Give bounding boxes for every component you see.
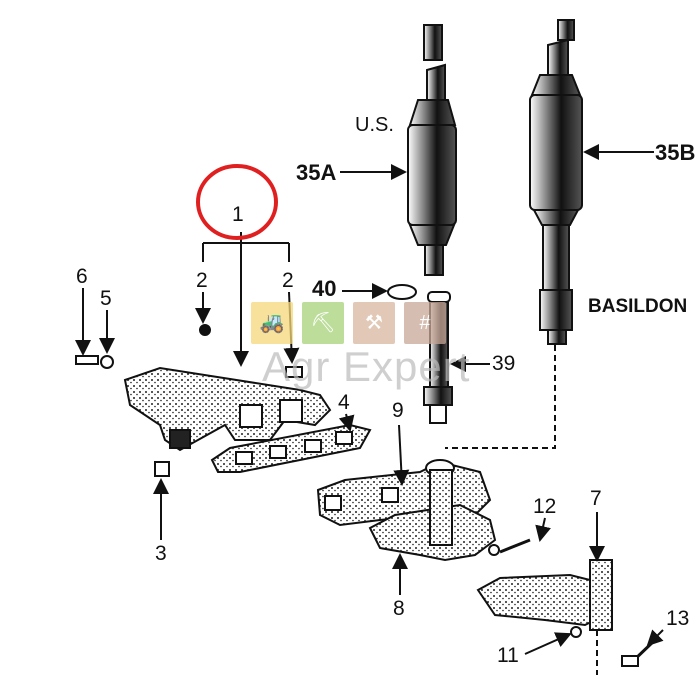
wheelbarrow-icon: ⛏: [302, 302, 344, 344]
callout-2-left: 2: [196, 269, 208, 292]
exhaust-manifold-8: [368, 469, 497, 562]
tractor-icon: 🚜: [251, 302, 293, 344]
highlight-circle: [196, 164, 278, 240]
fasteners: [75, 324, 657, 667]
callout-4: 4: [338, 391, 350, 414]
callout-7: 7: [590, 487, 602, 510]
callout-13: 13: [666, 607, 690, 630]
fence-icon: #: [404, 302, 446, 344]
region-label-us: U.S.: [355, 114, 394, 136]
clamp-40: [387, 284, 417, 300]
callout-40: 40: [312, 276, 337, 301]
region-label-basildon: BASILDON: [588, 296, 688, 317]
callout-5: 5: [100, 287, 112, 310]
callout-6: 6: [76, 265, 88, 288]
gasket-4: [210, 423, 372, 473]
tools-icon: ⚒: [353, 302, 395, 344]
callout-11: 11: [497, 644, 519, 667]
callout-9: 9: [392, 399, 404, 422]
callout-3: 3: [155, 542, 167, 565]
callout-35b: 35B: [655, 140, 696, 165]
callout-8: 8: [393, 597, 405, 620]
callout-39: 39: [492, 352, 516, 375]
callout-12: 12: [533, 495, 557, 518]
callout-1: 1: [232, 203, 244, 226]
callout-2-right: 2: [282, 269, 294, 292]
muffler-us-35a: [407, 24, 457, 276]
callout-35a: 35A: [296, 160, 337, 185]
exhaust-manifold-7: [476, 559, 613, 631]
leader-lines: [75, 144, 664, 675]
muffler-basildon-35b: [529, 19, 583, 345]
watermark-text: Agr Expert: [262, 343, 471, 390]
